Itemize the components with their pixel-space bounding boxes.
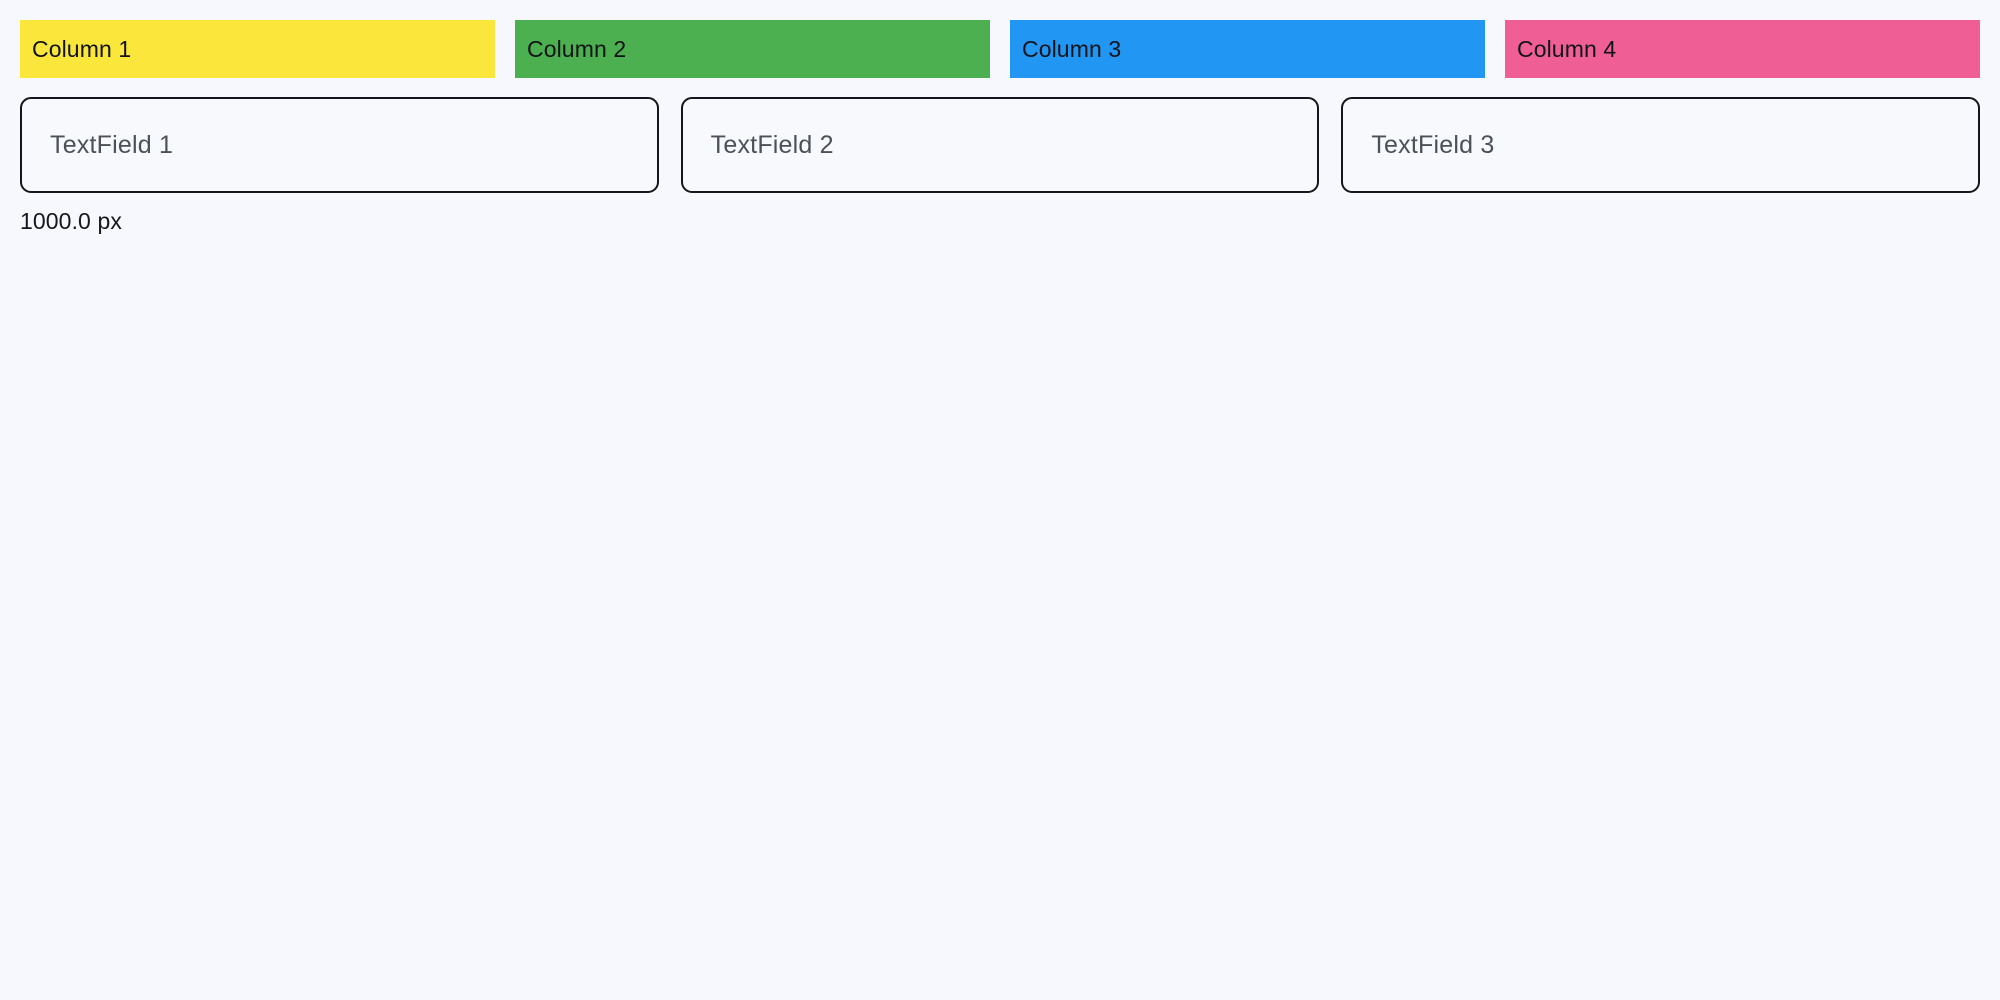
text-field-placeholder: TextField 3 xyxy=(1371,130,1495,159)
column-bar-label: Column 2 xyxy=(527,35,627,62)
columns-row: Column 1 Column 2 Column 3 Column 4 xyxy=(20,20,1980,78)
column-bar-label: Column 1 xyxy=(32,35,132,62)
column-bar-2[interactable]: Column 2 xyxy=(515,20,990,78)
text-field-3[interactable]: TextField 3 xyxy=(1341,97,1981,193)
text-field-2[interactable]: TextField 2 xyxy=(680,97,1320,193)
text-field-placeholder: TextField 2 xyxy=(710,130,834,159)
text-field-1[interactable]: TextField 1 xyxy=(20,97,659,193)
column-bar-1[interactable]: Column 1 xyxy=(20,20,495,78)
textfields-row: TextField 1 TextField 2 TextField 3 xyxy=(20,97,1981,193)
column-bar-4[interactable]: Column 4 xyxy=(1505,20,1980,78)
column-bar-label: Column 4 xyxy=(1517,35,1617,62)
size-readout-label: 1000.0 px xyxy=(20,208,122,234)
column-bar-label: Column 3 xyxy=(1022,35,1122,62)
text-field-placeholder: TextField 1 xyxy=(50,130,174,159)
column-bar-3[interactable]: Column 3 xyxy=(1010,20,1485,78)
